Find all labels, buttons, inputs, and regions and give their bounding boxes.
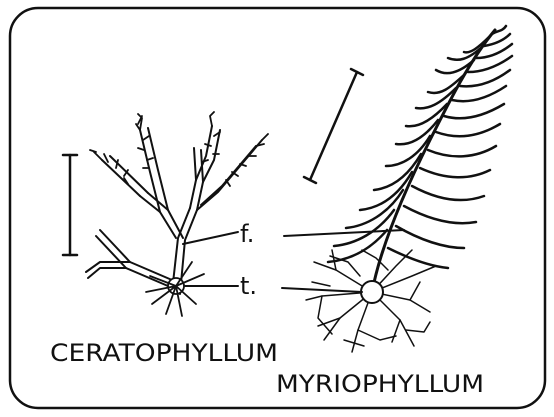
label-turion: t. bbox=[240, 272, 257, 300]
myriophyllum-turion bbox=[361, 281, 383, 303]
label-ceratophyllum: CERATOPHYLLUM bbox=[50, 339, 278, 367]
label-frond: f. bbox=[240, 220, 254, 248]
label-myriophyllum: MYRIOPHYLLUM bbox=[276, 370, 484, 398]
